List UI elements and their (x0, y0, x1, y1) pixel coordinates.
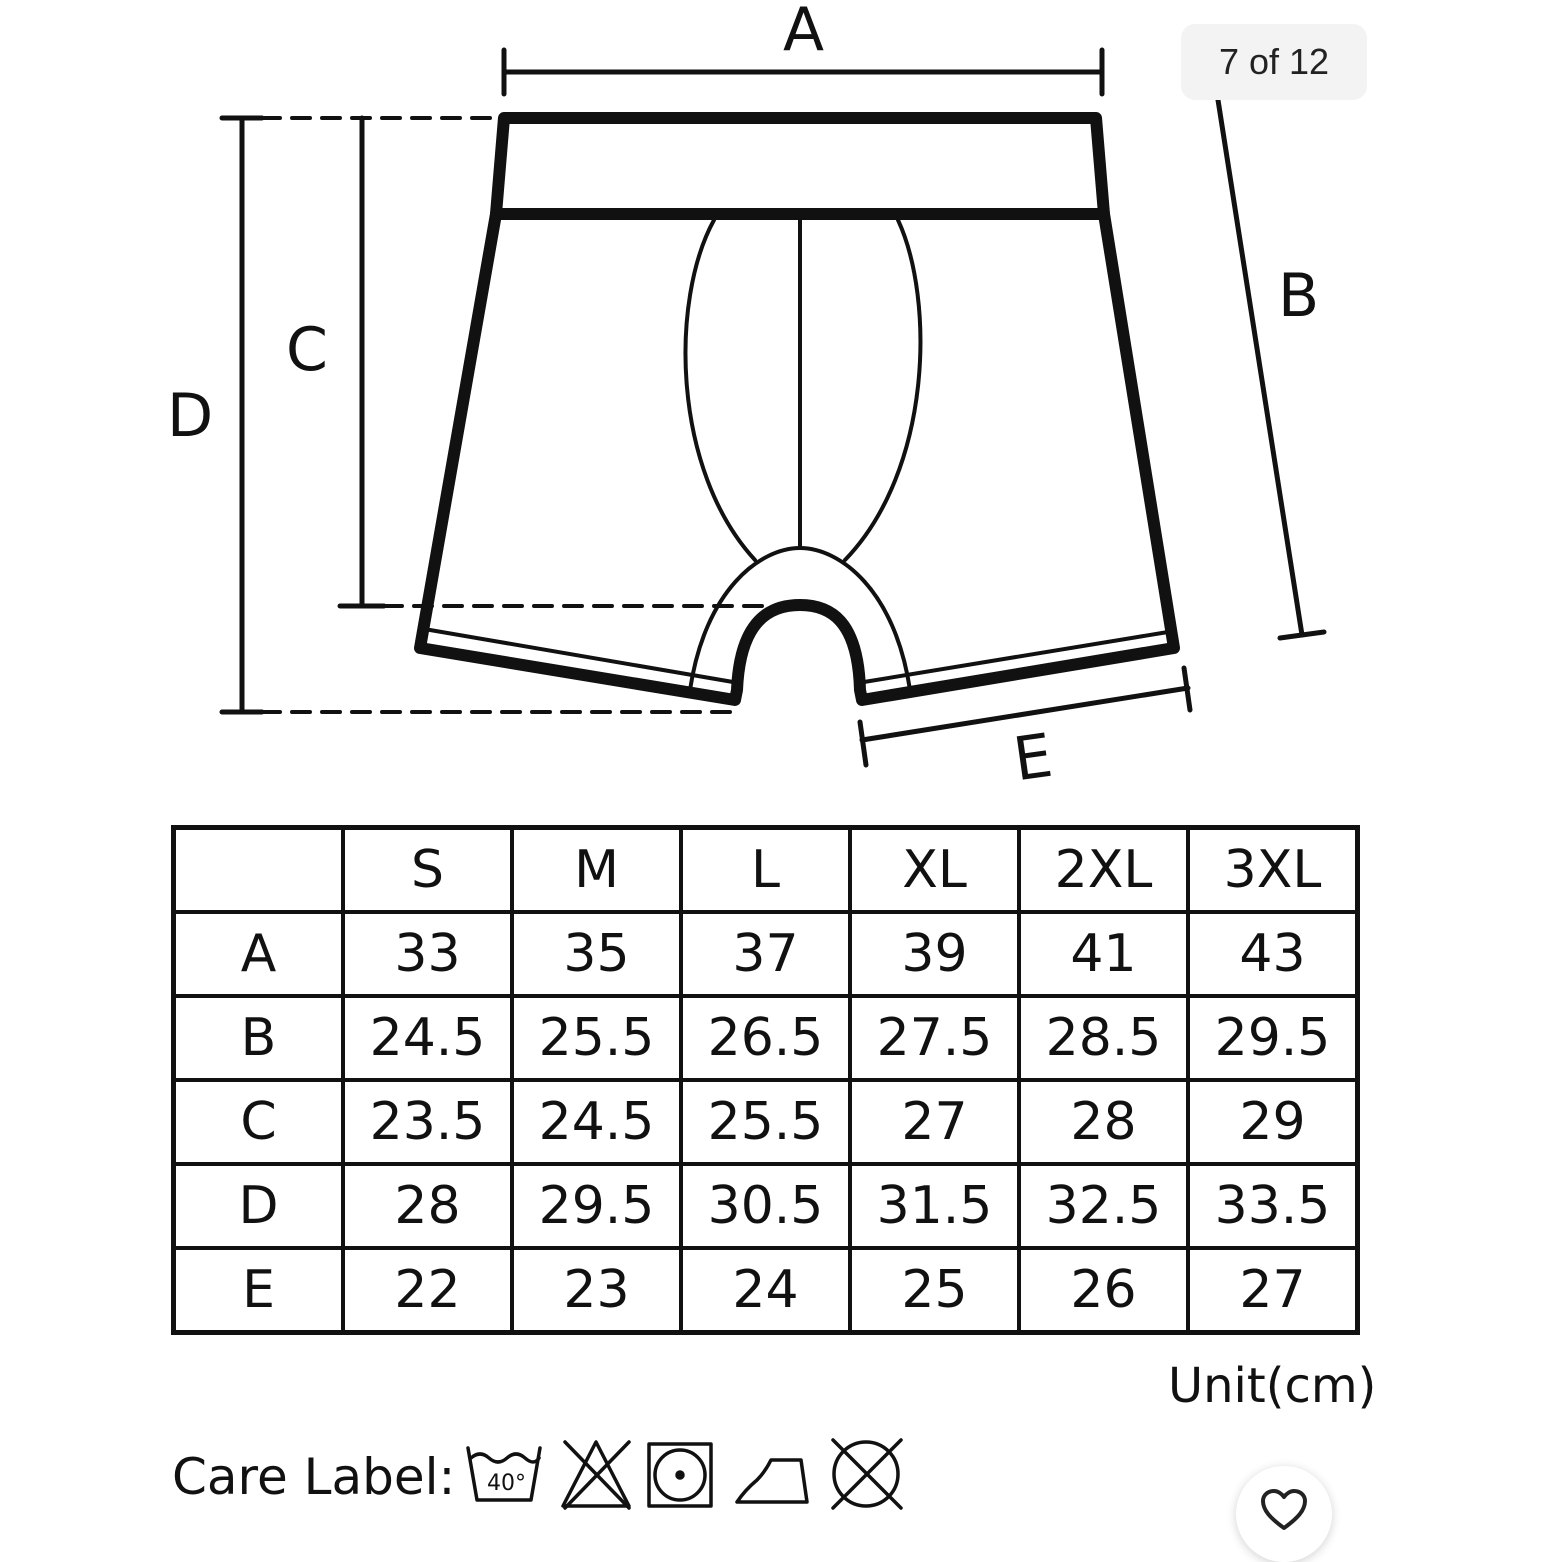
table-cell: 23 (510, 1246, 683, 1335)
table-cell: 29.5 (510, 1162, 683, 1250)
table-cell: 25.5 (679, 1078, 852, 1166)
table-cell: 43 (1186, 910, 1360, 998)
heart-icon (1261, 1489, 1307, 1530)
table-row: E 22 23 24 25 26 27 (171, 1246, 1360, 1335)
table-row: B 24.5 25.5 26.5 27.5 28.5 29.5 (171, 994, 1360, 1082)
size-chart-table: S M L XL 2XL 3XL A 33 35 37 39 41 43 B 2… (171, 825, 1360, 1335)
table-cell: 26.5 (679, 994, 852, 1082)
table-header-cell: XL (848, 825, 1021, 914)
table-header-row: S M L XL 2XL 3XL (171, 825, 1360, 914)
table-cell: 32.5 (1017, 1162, 1190, 1250)
table-cell: 31.5 (848, 1162, 1021, 1250)
care-label-title: Care Label: (172, 1448, 456, 1506)
table-header-cell: S (341, 825, 514, 914)
table-cell: 35 (510, 910, 683, 998)
table-cell: 41 (1017, 910, 1190, 998)
dimension-label-d: D (167, 381, 214, 451)
table-cell: 27 (1186, 1246, 1360, 1335)
table-cell: 28 (1017, 1078, 1190, 1166)
table-cell: 24.5 (341, 994, 514, 1082)
table-header-cell: 2XL (1017, 825, 1190, 914)
table-header-cell: M (510, 825, 683, 914)
table-cell: 28 (341, 1162, 514, 1250)
table-cell: A (171, 910, 345, 998)
table-cell: B (171, 994, 345, 1082)
table-header-cell: 3XL (1186, 825, 1360, 914)
dimension-label-b: B (1278, 261, 1320, 331)
table-header-cell (171, 825, 345, 914)
dimension-label-a: A (783, 0, 825, 65)
table-row: D 28 29.5 30.5 31.5 32.5 33.5 (171, 1162, 1360, 1250)
wash-40-icon: 40° (466, 1446, 542, 1502)
no-dry-clean-icon (831, 1438, 903, 1510)
dimension-label-e: E (1009, 720, 1057, 796)
table-cell: 25.5 (510, 994, 683, 1082)
table-cell: 23.5 (341, 1078, 514, 1166)
table-cell: C (171, 1078, 345, 1166)
wash-temp-label: 40° (487, 1471, 526, 1496)
table-cell: 33 (341, 910, 514, 998)
table-cell: 24 (679, 1246, 852, 1335)
table-cell: 39 (848, 910, 1021, 998)
table-cell: 26 (1017, 1246, 1190, 1335)
table-cell: 30.5 (679, 1162, 852, 1250)
no-bleach-icon (561, 1440, 631, 1510)
table-cell: E (171, 1246, 345, 1335)
table-header-cell: L (679, 825, 852, 914)
table-cell: 33.5 (1186, 1162, 1360, 1250)
table-cell: 29 (1186, 1078, 1360, 1166)
table-row: A 33 35 37 39 41 43 (171, 910, 1360, 998)
care-icons-row: 40° (466, 1438, 903, 1510)
table-cell: D (171, 1162, 345, 1250)
iron-icon (735, 1458, 809, 1504)
table-cell: 24.5 (510, 1078, 683, 1166)
table-cell: 29.5 (1186, 994, 1360, 1082)
table-cell: 27 (848, 1078, 1021, 1166)
table-row: C 23.5 24.5 25.5 27 28 29 (171, 1078, 1360, 1166)
image-counter-badge: 7 of 12 (1181, 24, 1367, 100)
tumble-dry-icon (647, 1442, 713, 1508)
table-cell: 22 (341, 1246, 514, 1335)
dimension-label-c: C (286, 315, 328, 385)
table-cell: 25 (848, 1246, 1021, 1335)
table-cell: 27.5 (848, 994, 1021, 1082)
boxer-size-diagram (219, 47, 1327, 768)
unit-label: Unit(cm) (1168, 1358, 1377, 1414)
table-cell: 37 (679, 910, 852, 998)
favorite-button[interactable] (1236, 1466, 1332, 1562)
table-cell: 28.5 (1017, 994, 1190, 1082)
